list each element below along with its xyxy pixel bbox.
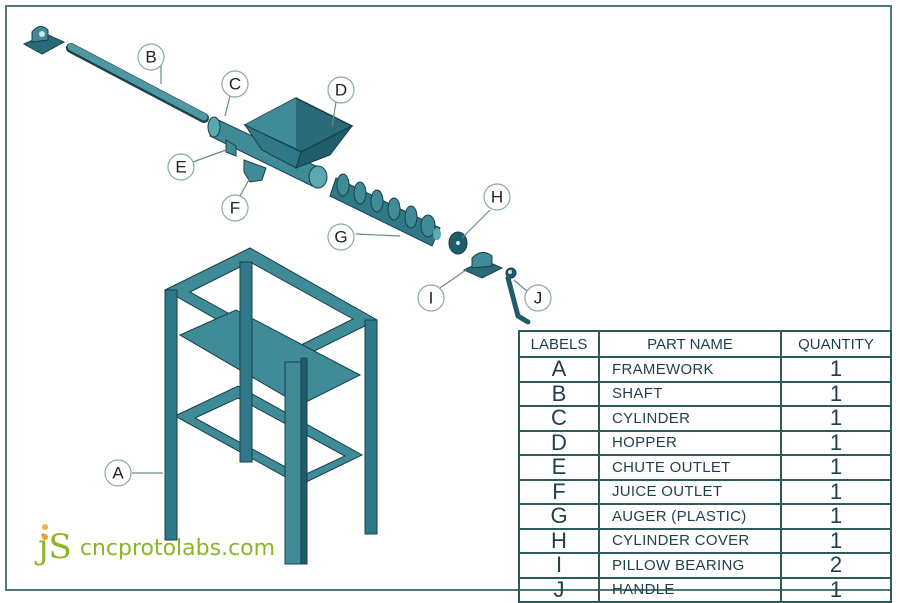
handle — [505, 267, 531, 325]
row-part-name: CYLINDER — [598, 405, 782, 432]
callout-G: G — [327, 223, 355, 251]
svg-text:H: H — [491, 188, 503, 207]
callout-C: C — [221, 70, 249, 98]
callout-H: H — [483, 183, 511, 211]
table-header-row: LABELS PART NAME QUANTITY — [518, 330, 892, 358]
svg-text:I: I — [429, 289, 434, 308]
watermark-logo: jS cncprotolabs.com — [38, 524, 276, 564]
leader-lines — [132, 62, 529, 474]
row-quantity: 1 — [780, 429, 892, 456]
svg-text:C: C — [229, 75, 241, 94]
callout-A: A — [104, 459, 132, 487]
row-label: G — [518, 503, 600, 530]
row-label: C — [518, 405, 600, 432]
row-quantity: 1 — [780, 527, 892, 554]
callout-F: F — [221, 194, 249, 222]
row-quantity: 2 — [780, 552, 892, 579]
row-quantity: 1 — [780, 478, 892, 505]
pillow-bearing-left — [22, 26, 66, 55]
row-quantity: 1 — [780, 380, 892, 407]
row-label: D — [518, 429, 600, 456]
row-part-name: SHAFT — [598, 380, 782, 407]
logo-site-text: cncprotolabs.com — [79, 536, 276, 561]
svg-text:D: D — [335, 81, 347, 100]
row-part-name: CYLINDER COVER — [598, 527, 782, 554]
callout-D: D — [327, 76, 355, 104]
svg-text:E: E — [175, 158, 186, 177]
row-label: E — [518, 454, 600, 481]
header-part-name: PART NAME — [598, 330, 782, 358]
row-quantity: 1 — [780, 405, 892, 432]
logo-dot-icon — [42, 524, 48, 530]
callout-B: B — [137, 43, 165, 71]
row-quantity: 1 — [780, 454, 892, 481]
header-labels: LABELS — [518, 330, 600, 358]
row-part-name: CHUTE OUTLET — [598, 454, 782, 481]
row-label: A — [518, 356, 600, 383]
auger — [329, 173, 441, 247]
svg-text:A: A — [112, 464, 124, 483]
pillow-bearing-right — [462, 252, 504, 279]
row-quantity: 1 — [780, 356, 892, 383]
row-part-name: PILLOW BEARING — [598, 552, 782, 579]
row-label: F — [518, 478, 600, 505]
row-label: J — [518, 576, 600, 603]
row-part-name: HANDLE — [598, 576, 782, 603]
svg-text:B: B — [145, 48, 156, 67]
row-quantity: 1 — [780, 576, 892, 603]
svg-text:F: F — [230, 199, 240, 218]
row-part-name: FRAMEWORK — [598, 356, 782, 383]
row-quantity: 1 — [780, 503, 892, 530]
row-part-name: JUICE OUTLET — [598, 478, 782, 505]
outlets — [225, 139, 267, 183]
framework — [163, 247, 379, 565]
svg-text:G: G — [334, 228, 347, 247]
header-quantity: QUANTITY — [780, 330, 892, 358]
row-label: I — [518, 552, 600, 579]
row-label: H — [518, 527, 600, 554]
callout-E: E — [167, 153, 195, 181]
callout-J: J — [524, 284, 552, 312]
shaft — [66, 43, 209, 123]
hopper — [243, 97, 354, 169]
row-part-name: HOPPER — [598, 429, 782, 456]
logo-dot-icon — [42, 534, 48, 540]
callout-I: I — [417, 284, 445, 312]
svg-text:J: J — [534, 289, 543, 308]
drawing-border — [5, 5, 892, 591]
row-part-name: AUGER (PLASTIC) — [598, 503, 782, 530]
row-label: B — [518, 380, 600, 407]
logo-mark: jS — [38, 524, 72, 564]
